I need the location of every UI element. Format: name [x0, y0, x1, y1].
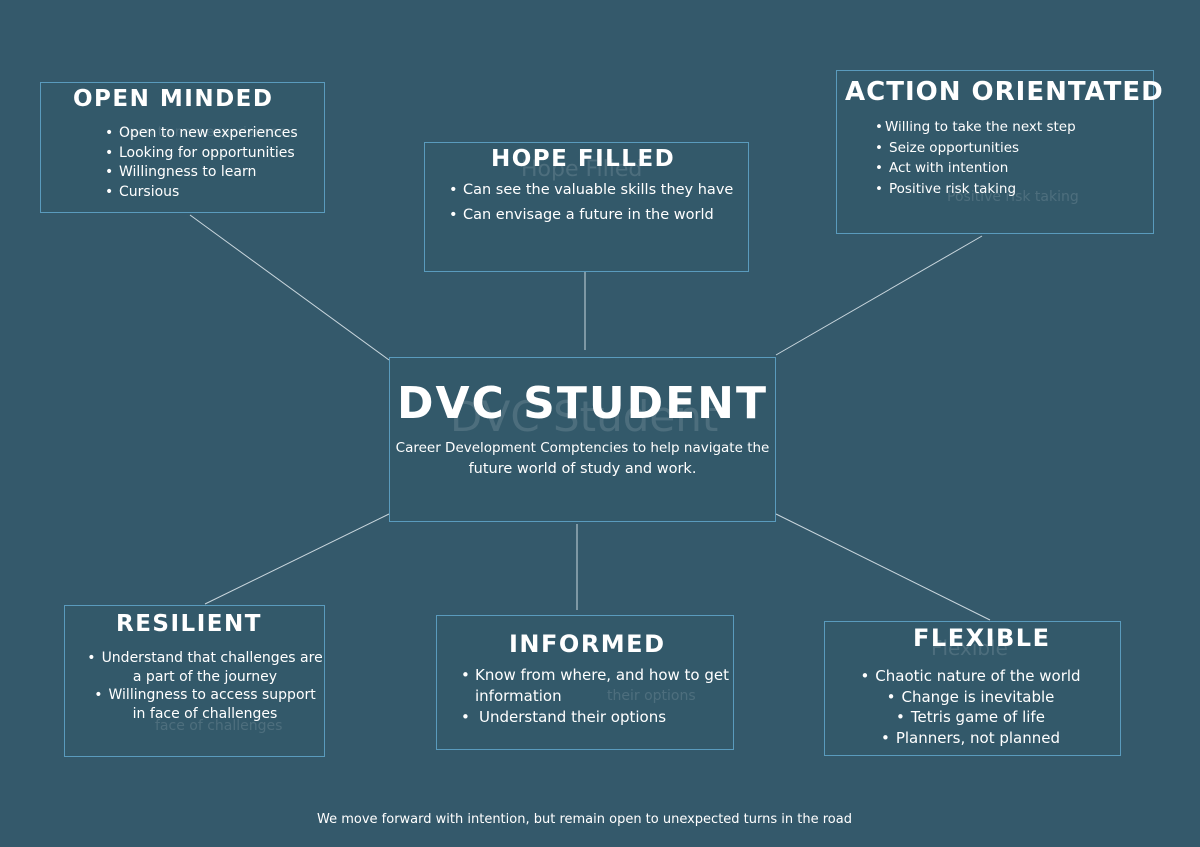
open-minded-title: OPEN MINDED	[73, 86, 274, 112]
open-minded-bullets: Open to new experiences Looking for oppo…	[103, 124, 298, 202]
bullet-item: Willingness to access support in face of…	[87, 686, 323, 723]
flexible-box: Flexible FLEXIBLE Chaotic nature of the …	[824, 621, 1121, 756]
informed-title: INFORMED	[509, 630, 666, 658]
center-description: Career Development Comptencies to help n…	[390, 438, 775, 480]
center-title: DVC STUDENT	[396, 378, 769, 429]
bullet-item: Can envisage a future in the world	[447, 203, 733, 228]
bullet-item: Chaotic nature of the world	[835, 666, 1106, 687]
bullet-item: Willingness to learn	[103, 163, 298, 183]
resilient-title: RESILIENT	[116, 611, 262, 637]
bullet-item: Can see the valuable skills they have	[447, 178, 733, 203]
bullet-item: Tetris game of life	[835, 707, 1106, 728]
informed-bullets: Know from where, and how to get informat…	[459, 665, 729, 728]
connector-flexible	[775, 513, 991, 621]
resilient-box: face of challenges RESILIENT Understand …	[64, 605, 325, 757]
action-orientated-bullets: Willing to take the next step Seize oppo…	[873, 117, 1076, 199]
bullet-item: Understand their options	[459, 707, 729, 728]
footer-tagline: We move forward with intention, but rema…	[317, 812, 852, 827]
bullet-item: Understand that challenges are a part of…	[87, 649, 323, 686]
bullet-item: Act with intention	[873, 158, 1076, 179]
action-orientated-title: ACTION ORIENTATED	[845, 77, 1164, 107]
center-description-line2: future world of study and work.	[468, 461, 697, 477]
bullet-item: Planners, not planned	[835, 728, 1106, 749]
open-minded-box: Open to new experiences OPEN MINDED Open…	[40, 82, 325, 213]
hope-filled-title: HOPE FILLED	[491, 146, 676, 172]
resilient-bullets: Understand that challenges are a part of…	[87, 649, 323, 723]
bullet-item: Know from where, and how to get informat…	[459, 665, 729, 707]
bullet-item: Positive risk taking	[873, 179, 1076, 200]
bullet-item: Willing to take the next step	[873, 117, 1076, 138]
hope-filled-box: Hope Filled HOPE FILLED Can see the valu…	[424, 142, 749, 272]
connector-action-orientated	[775, 235, 983, 356]
connector-resilient	[204, 513, 390, 605]
bullet-item: Seize opportunities	[873, 138, 1076, 159]
flexible-title: FLEXIBLE	[913, 624, 1051, 652]
dvc-student-box: DVC Student DVC STUDENT Career Developme…	[389, 357, 776, 522]
bullet-item: Open to new experiences	[103, 124, 298, 144]
center-description-line1: Career Development Comptencies to help n…	[395, 440, 770, 456]
hope-filled-bullets: Can see the valuable skills they have Ca…	[447, 178, 733, 228]
informed-box: their options INFORMED Know from where, …	[436, 615, 734, 750]
bullet-item: Cursious	[103, 183, 298, 203]
action-orientated-box: Positive risk taking ACTION ORIENTATED W…	[836, 70, 1163, 234]
bullet-item: Change is inevitable	[835, 687, 1106, 708]
connector-open-minded	[189, 214, 390, 361]
flexible-bullets: Chaotic nature of the world Change is in…	[835, 666, 1106, 748]
bullet-item: Looking for opportunities	[103, 144, 298, 164]
